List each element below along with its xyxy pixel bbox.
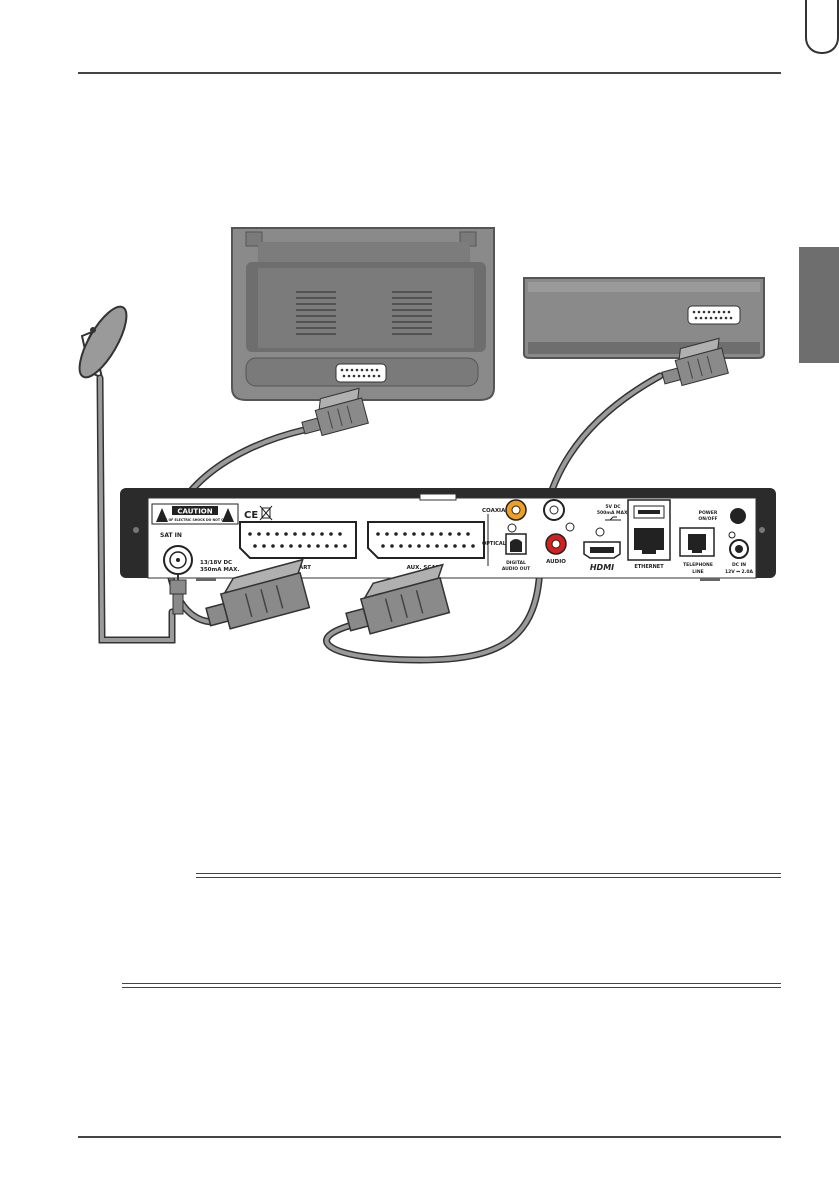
hdmi-port xyxy=(584,542,620,558)
telephone-port xyxy=(680,528,714,556)
dc-in-line2: 12V ⎓ 2.0A xyxy=(725,569,753,575)
usb-line2: 500mA MAX. xyxy=(597,510,630,516)
sat-in-label: SAT IN xyxy=(160,532,182,539)
optical-port xyxy=(506,534,526,554)
coaxial-screw xyxy=(508,524,516,532)
tv-scart-port xyxy=(240,522,356,558)
digital-audio-out-line2: AUDIO OUT xyxy=(502,566,531,572)
ce-mark: CE xyxy=(244,510,258,521)
optical-label: OPTICAL xyxy=(482,541,507,547)
telephone-line1: TELEPHONE xyxy=(683,562,713,568)
coaxial-label: COAXIAL xyxy=(482,508,509,514)
caution-subtext: RISK OF ELECTRIC SHOCK DO NOT OPEN xyxy=(159,518,231,522)
receiver-rear-panel: CAUTION RISK OF ELECTRIC SHOCK DO NOT OP… xyxy=(120,488,776,578)
digital-audio-out-line1: DIGITAL xyxy=(506,560,526,566)
weee-icon xyxy=(260,506,272,520)
aux-scart-port xyxy=(368,522,484,558)
audio-jack-white xyxy=(544,500,564,520)
ethernet-port xyxy=(628,500,670,560)
caution-text: CAUTION xyxy=(177,508,212,516)
coaxial-jack xyxy=(506,500,526,520)
lnb-power-line1: 13/18V DC xyxy=(200,560,232,566)
usb-line1: 5V DC xyxy=(605,504,621,510)
dc-in-line1: DC IN xyxy=(732,562,746,568)
receiver-foot-left xyxy=(196,578,216,581)
usb-screw xyxy=(596,528,604,536)
power-button xyxy=(730,508,746,524)
receiver-foot-right xyxy=(700,578,720,581)
caution-label: CAUTION RISK OF ELECTRIC SHOCK DO NOT OP… xyxy=(152,504,238,524)
audio-screw xyxy=(566,523,574,531)
hdmi-label: HDMI xyxy=(590,563,614,572)
lnb-power-line2: 350mA MAX. xyxy=(200,567,239,573)
dc-in-jack xyxy=(730,540,748,558)
auxiliary-device xyxy=(524,278,764,358)
ethernet-label: ETHERNET xyxy=(634,564,664,570)
audio-jack-red xyxy=(546,534,566,554)
sat-in-connector xyxy=(164,546,192,574)
power-screw xyxy=(729,532,735,538)
television xyxy=(232,228,494,400)
power-line2: ON/OFF xyxy=(698,516,717,522)
telephone-line2: LINE xyxy=(692,569,703,575)
audio-label: AUDIO xyxy=(546,559,566,565)
power-line1: POWER xyxy=(699,510,718,516)
satellite-dish-icon xyxy=(71,300,135,383)
